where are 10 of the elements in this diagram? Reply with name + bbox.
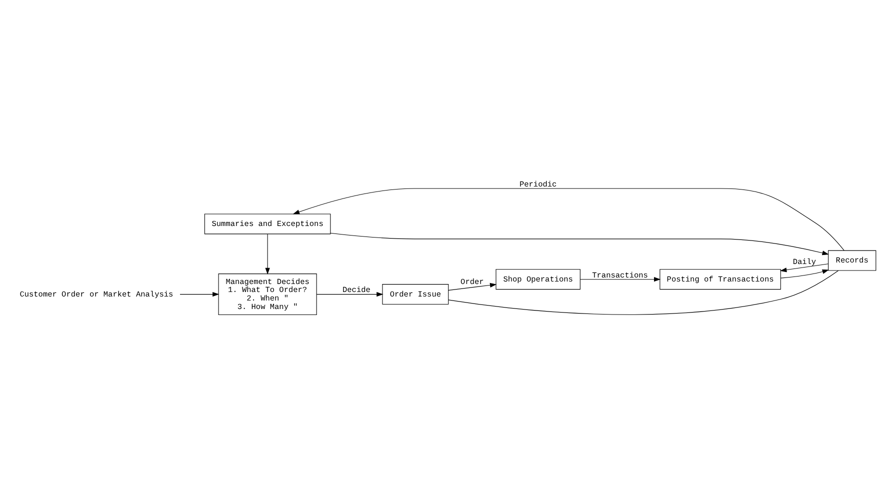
arrow	[316, 292, 383, 297]
arrow	[264, 234, 270, 275]
arrow	[579, 277, 660, 282]
arrow	[292, 188, 844, 251]
arrow	[780, 264, 828, 272]
connector	[448, 270, 838, 315]
arrow	[330, 232, 828, 256]
arrow	[448, 282, 496, 291]
arrow	[179, 292, 219, 297]
arrow	[780, 269, 828, 278]
